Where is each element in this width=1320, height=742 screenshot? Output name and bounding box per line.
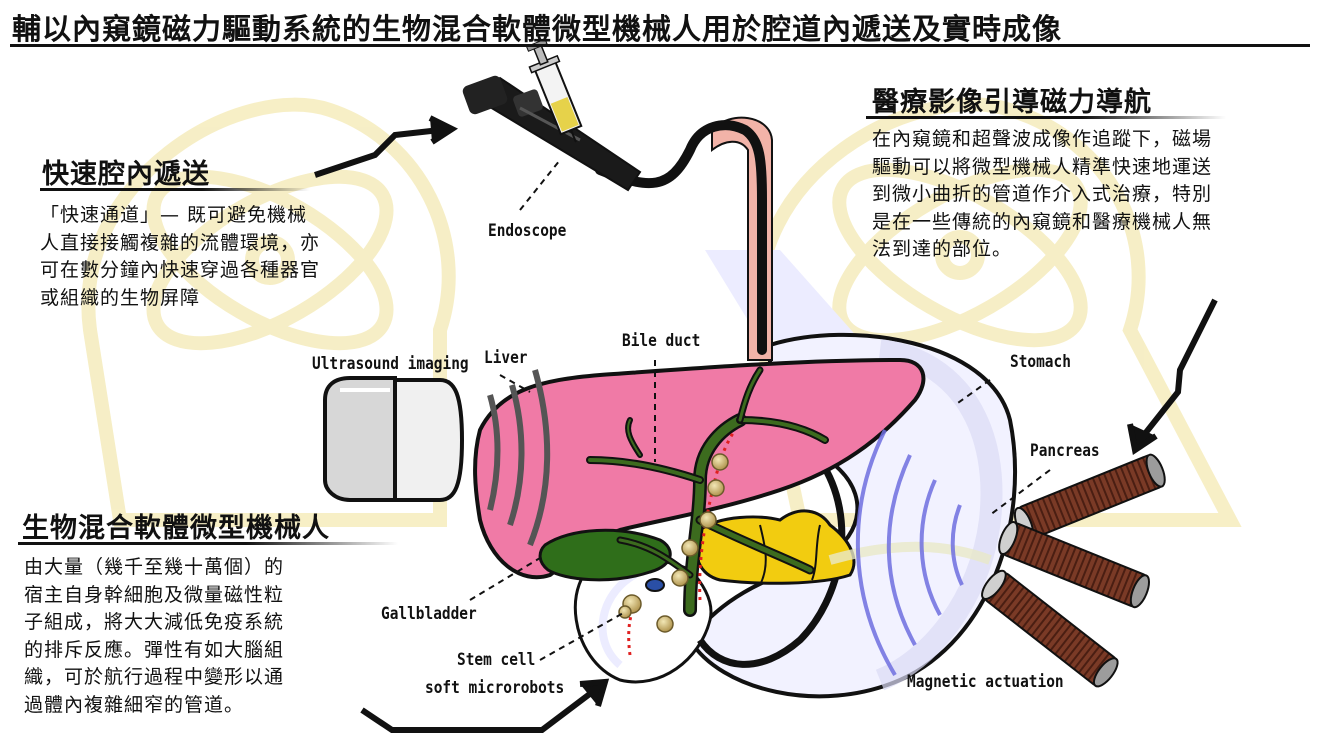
text-robot: 由大量（幾千至幾十萬個）的 宿主自身幹細胞及微量磁性粒 子組成，將大大減低免疫系… <box>24 554 284 719</box>
text-line: 的排斥反應。彈性有如大腦組 <box>24 638 285 661</box>
stem-cell-robots <box>618 453 729 633</box>
text-line: 驅動可以將微型機械人精準快速地運送 <box>872 155 1213 178</box>
endoscope-tube <box>595 120 767 355</box>
heading-robot-underline <box>18 542 398 545</box>
text-line: 是在一些傳統的內窺鏡和醫療機械人無 <box>872 210 1213 233</box>
magnet-array <box>981 453 1166 688</box>
stomach-wall-curve <box>697 458 846 668</box>
gallbladder <box>538 528 672 582</box>
ultrasound-waves <box>487 369 551 547</box>
text-line: 「快速通道」— 既可避免機械 <box>40 204 308 226</box>
text-line: 人直接接觸複雜的流體環境，亦 <box>40 231 321 254</box>
text-line: 到微小曲折的管道作介入式治療，特別 <box>872 183 1213 205</box>
label-stomach: Stomach <box>1010 352 1071 372</box>
label-soft-microrobots: soft microrobots <box>425 678 565 698</box>
title-underline <box>10 44 1310 47</box>
label-stem-cell: Stem cell <box>457 650 536 670</box>
text-line: 織，可於航行過程中變形以通 <box>24 666 285 688</box>
text-line: 法到達的部位。 <box>872 238 1013 260</box>
endoscope <box>462 75 642 192</box>
leader-lines <box>469 159 1051 661</box>
text-line: 在內窺鏡和超聲波成像作追蹤下，磁場 <box>872 128 1213 150</box>
label-gallbladder: Gallbladder <box>381 604 477 624</box>
heading-navigation: 醫療影像引導磁力導航 <box>872 87 1152 118</box>
heading-fast-delivery-underline <box>40 188 310 191</box>
label-magnetic-actuation: Magnetic actuation <box>907 672 1064 692</box>
bile-duct <box>586 366 829 617</box>
heading-navigation-underline <box>866 116 1226 119</box>
label-endoscope: Endoscope <box>488 221 567 241</box>
heading-robot: 生物混合軟體微型機械人 <box>22 513 330 544</box>
text-line: 或組織的生物屏障 <box>40 286 201 309</box>
text-fast-delivery: 「快速通道」— 既可避免機械 人直接接觸複雜的流體環境，亦 可在數分鐘內快速穿過… <box>40 202 320 312</box>
text-line: 子組成，將大大減低免疫系統 <box>24 611 285 633</box>
label-pancreas: Pancreas <box>1030 441 1100 461</box>
text-line: 宿主自身幹細胞及微量磁性粒 <box>24 583 285 606</box>
text-navigation: 在內窺鏡和超聲波成像作追蹤下，磁場 驅動可以將微型機械人精準快速地運送 到微小曲… <box>872 126 1212 264</box>
text-line: 可在數分鐘內快速穿過各種器官 <box>40 259 321 281</box>
ultrasound-probe <box>323 376 465 502</box>
heading-fast-delivery: 快速腔內遞送 <box>42 159 210 190</box>
text-line: 由大量（幾千至幾十萬個）的 <box>24 556 285 578</box>
watermark-logo <box>81 97 1242 527</box>
label-bile-duct: Bile duct <box>622 331 701 351</box>
arrow-navigation <box>1127 298 1218 456</box>
label-liver: Liver <box>484 348 528 368</box>
page-title: 輔以內窺鏡磁力驅動系統的生物混合軟體微型機械人用於腔道內遞送及實時成像 <box>12 12 1063 46</box>
text-line: 過體內複雜細窄的管道。 <box>24 693 245 716</box>
field-shading <box>705 250 860 340</box>
robot-path-2 <box>627 611 634 656</box>
arrow-robot <box>360 678 610 733</box>
label-ultrasound: Ultrasound imaging <box>312 354 469 374</box>
arrow-fast-delivery <box>314 115 459 178</box>
syringe <box>525 38 583 143</box>
magnetic-field <box>855 429 964 677</box>
